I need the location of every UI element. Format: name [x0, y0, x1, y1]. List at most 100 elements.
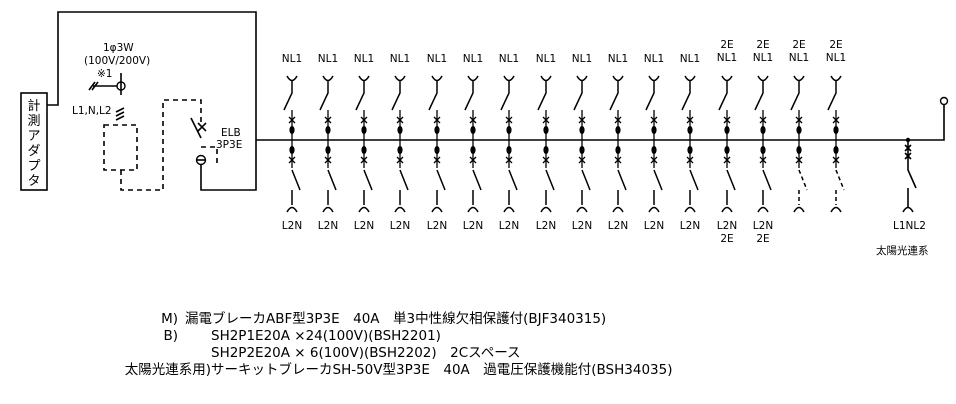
branch-lower-contact	[508, 169, 518, 205]
branch-top-label: NL1	[680, 53, 700, 65]
branch-upper-contact	[827, 80, 837, 111]
branch-top-terminal	[467, 75, 479, 82]
branch-lower-contact	[399, 169, 409, 205]
branch-lower-contact	[762, 169, 772, 205]
branch-top-label: NL1	[499, 53, 519, 65]
branch-lower-contact	[689, 169, 699, 205]
elb-x-mark	[197, 122, 207, 132]
branch-top-terminal	[612, 75, 624, 82]
note-text-3: SH2P2E20A × 6(100V)(BSH2202) 2Cスペース	[211, 345, 521, 361]
branch-bottom-terminal	[358, 206, 370, 213]
branch-bottom-terminal	[286, 206, 298, 213]
branch-lower-contact	[363, 169, 373, 205]
branch-top-terminal	[540, 75, 552, 82]
ct-wiring	[120, 99, 202, 191]
branch-lower-contact	[726, 169, 736, 205]
branch-top-label: 2E	[829, 39, 842, 51]
bus-end-terminal	[939, 96, 949, 106]
branch-bottom-label: L2N	[390, 220, 410, 232]
branch-upper-contact	[645, 80, 655, 111]
adapter-label: 計測アダプタ	[27, 98, 40, 189]
branch-top-label: NL1	[463, 53, 483, 65]
branch-upper-contact	[319, 80, 329, 111]
branch-top-label: NL1	[789, 52, 809, 64]
branch-group: NL1L2NNL1L2NNL1L2NNL1L2NNL1L2NNL1L2NNL1L…	[282, 39, 846, 245]
note-prefix-1: M)	[161, 311, 178, 327]
branch-top-terminal	[358, 75, 370, 82]
branch-top-terminal	[286, 75, 298, 82]
ct-unit	[103, 124, 138, 171]
elb-contact	[190, 117, 202, 139]
note-text-4: サーキットブレーカSH-50V型3P3E 40A 過電圧保護機能付(BSH340…	[211, 361, 673, 378]
branch-upper-contact	[391, 80, 401, 111]
branch-upper-contact	[718, 80, 728, 111]
branch-top-terminal	[322, 75, 334, 82]
solar-branch: L1NL2 太陽光連系	[876, 137, 929, 257]
branch-bottom-terminal	[503, 206, 515, 213]
solar-contact	[907, 140, 917, 189]
branch-top-terminal	[684, 75, 696, 82]
branch-bottom-terminal	[467, 206, 479, 213]
branch-bottom-label: L2N	[608, 220, 628, 232]
branch-upper-contact	[283, 80, 293, 111]
branch-top-label: NL1	[536, 53, 556, 65]
branch-bottom-label: L2N	[354, 220, 374, 232]
solar-caption: 太陽光連系	[876, 244, 929, 257]
branch-bottom-label: L2N	[644, 220, 664, 232]
phase-ticks	[115, 107, 125, 121]
branch-bottom-label: L2N	[463, 220, 483, 232]
branch-bottom-label: L2N	[717, 220, 737, 232]
branch-upper-contact	[537, 80, 547, 111]
branch-upper-contact	[355, 80, 365, 111]
branch-bottom-terminal	[322, 206, 334, 213]
branch-upper-contact	[428, 80, 438, 111]
branch-top-terminal	[830, 75, 842, 82]
branch-lower-contact	[835, 169, 845, 205]
branch-upper-contact	[681, 80, 691, 111]
meter-tap-marks	[88, 81, 99, 91]
solar-x-marks	[904, 144, 912, 160]
branch-top-label: NL1	[717, 52, 737, 64]
branch-bottom-terminal	[793, 206, 805, 213]
branch-top-terminal	[648, 75, 660, 82]
branch-lower-contact	[798, 169, 808, 205]
branch-top-label: NL1	[318, 53, 338, 65]
branch-top-label: 2E	[756, 39, 769, 51]
branch-top-label: NL1	[427, 53, 447, 65]
branch-bottom-terminal	[540, 206, 552, 213]
branch-bottom-terminal	[576, 206, 588, 213]
branch-top-terminal	[576, 75, 588, 82]
voltage-label: (100V/200V)	[84, 55, 150, 67]
branch-lower-contact	[327, 169, 337, 205]
solar-tap-dot	[905, 137, 911, 143]
branch-bottom-terminal	[394, 206, 406, 213]
branch-top-label: NL1	[826, 52, 846, 64]
branch-bottom-label: L2N	[680, 220, 700, 232]
branch-bottom-label: L2N	[318, 220, 338, 232]
branch-upper-contact	[464, 80, 474, 111]
branch-upper-contact	[573, 80, 583, 111]
branch-top-terminal	[793, 75, 805, 82]
main-bus	[256, 104, 945, 141]
note-mark: ※1	[97, 68, 112, 80]
elb-feed-line	[200, 140, 257, 191]
elb-label: ELB	[221, 127, 241, 139]
note-text-2: SH2P1E20A ×24(100V)(BSH2201)	[211, 328, 441, 344]
branch-bottom-label: L2N	[536, 220, 556, 232]
branch-bottom-terminal	[830, 206, 842, 213]
branch-top-terminal	[394, 75, 406, 82]
branch-top-label: NL1	[644, 53, 664, 65]
branch-top-label: NL1	[282, 53, 302, 65]
branch-bottom-terminal	[648, 206, 660, 213]
